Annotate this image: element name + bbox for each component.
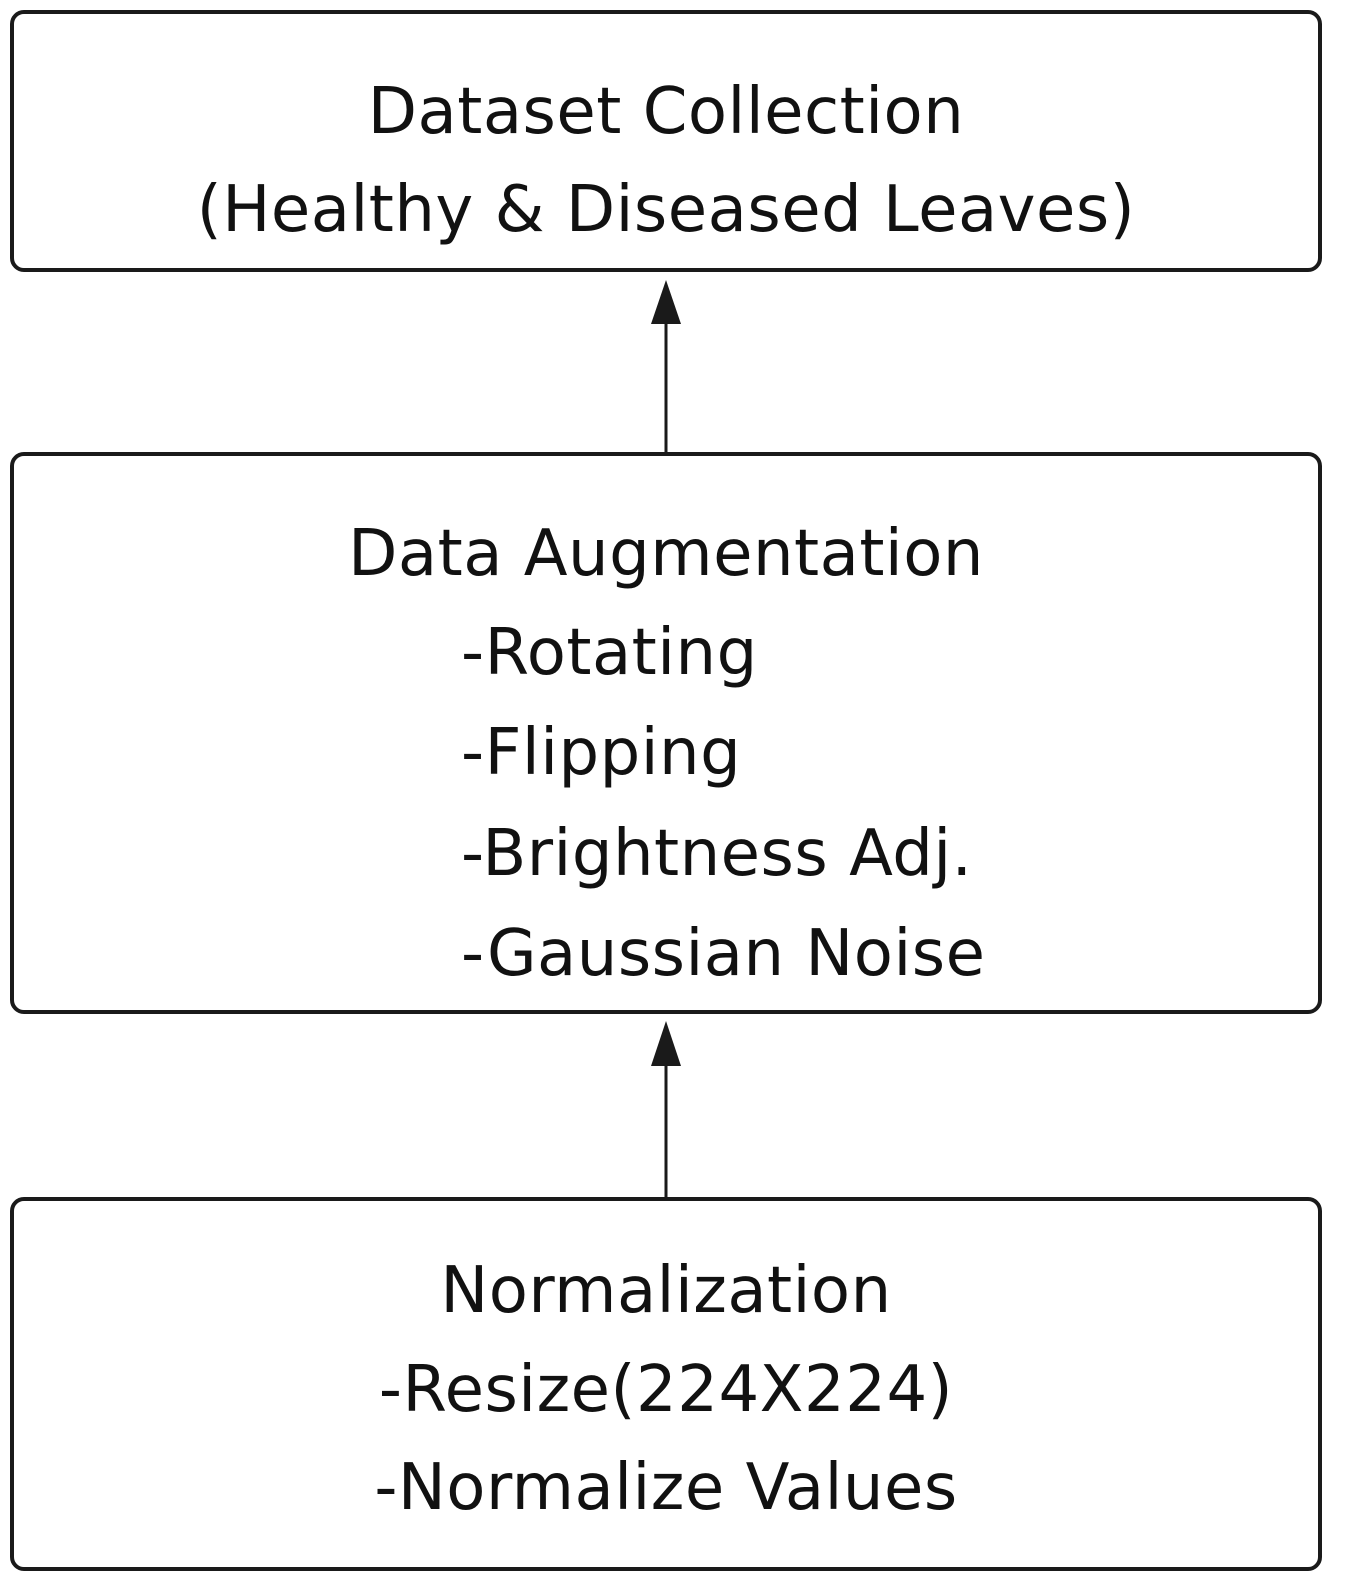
data-augmentation-title: Data Augmentation	[348, 517, 984, 591]
arrow-normalization-to-augmentation	[651, 1021, 681, 1197]
dataset-collection-node: Dataset Collection (Healthy & Diseased L…	[10, 10, 1322, 272]
dataset-collection-subtitle: (Healthy & Diseased Leaves)	[196, 173, 1136, 247]
normalization-node: Normalization -Resize(224X224) -Normaliz…	[10, 1197, 1322, 1571]
augmentation-item-gaussian-noise: -Gaussian Noise	[461, 917, 986, 991]
normalization-item-normalize-values: -Normalize Values	[374, 1451, 958, 1525]
arrow-augmentation-to-collection	[651, 280, 681, 452]
dataset-collection-title: Dataset Collection	[367, 75, 965, 149]
augmentation-item-brightness: -Brightness Adj.	[461, 817, 973, 891]
augmentation-item-rotating: -Rotating	[461, 616, 758, 690]
augmentation-item-flipping: -Flipping	[461, 716, 742, 790]
data-augmentation-node: Data Augmentation -Rotating -Flipping -B…	[10, 452, 1322, 1014]
normalization-item-resize: -Resize(224X224)	[378, 1353, 954, 1427]
normalization-title: Normalization	[440, 1254, 892, 1328]
